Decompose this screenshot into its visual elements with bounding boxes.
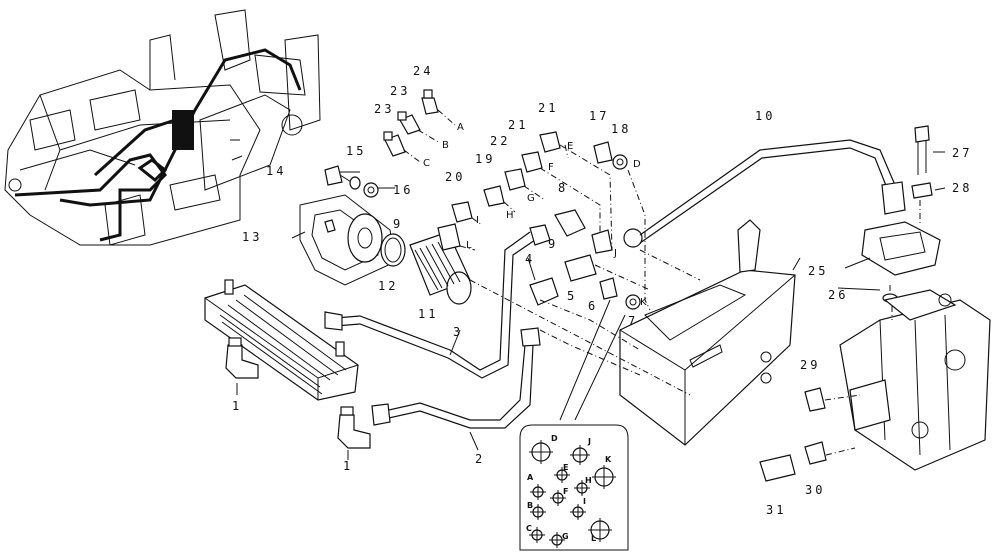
inset-letter-i: I xyxy=(583,497,586,506)
clamp-bracket xyxy=(861,221,941,276)
callout-c25: 25 xyxy=(808,264,828,278)
callout-c21a: 21 xyxy=(538,101,558,115)
port-letters: AB C D E F G H I J K L xyxy=(423,122,647,308)
callout-c10: 10 xyxy=(755,109,775,123)
callout-c23b: 23 xyxy=(390,84,410,98)
filter-flange xyxy=(347,213,383,263)
port-letter-c: C xyxy=(423,158,430,169)
inset-letter-a: A xyxy=(527,473,534,482)
inset-letter-h: H xyxy=(585,476,592,485)
callout-c27: 27 xyxy=(952,146,972,160)
inset-port-crosshair-i xyxy=(570,504,586,520)
elbow-fitting-lower xyxy=(337,406,371,449)
inset-port-crosshair-e xyxy=(554,467,570,483)
inset-letter-b: B xyxy=(527,501,533,510)
fittings-group xyxy=(324,89,933,482)
inset-port-crosshair-k xyxy=(592,465,616,489)
leader-lines xyxy=(236,151,946,460)
port-letter-f: F xyxy=(548,162,554,173)
control-valve xyxy=(839,289,991,471)
filter-bracket xyxy=(299,194,396,286)
o-ring-12 xyxy=(380,233,406,267)
callout-c14: 14 xyxy=(266,164,286,178)
callout-c28: 28 xyxy=(952,181,972,195)
inset-port-crosshair-f xyxy=(550,490,566,506)
callout-c5: 5 xyxy=(567,289,577,303)
inset-letter-l: L xyxy=(591,534,596,543)
port-inset-panel xyxy=(519,424,629,551)
callout-c24: 24 xyxy=(413,64,433,78)
inset-letter-j: J xyxy=(587,437,591,446)
callout-c18: 18 xyxy=(611,122,631,136)
callout-c23a: 23 xyxy=(374,102,394,116)
inset-port-crosshair-c xyxy=(529,527,545,543)
callout-c3: 3 xyxy=(453,325,463,339)
hose-10 xyxy=(639,139,906,244)
filter-element xyxy=(409,231,472,305)
callout-c21b: 21 xyxy=(508,118,528,132)
inset-letter-g: G xyxy=(562,532,569,541)
port-letter-k: K xyxy=(640,297,647,308)
port-letter-b: B xyxy=(442,140,449,151)
inset-port-crosshair-b xyxy=(530,504,546,520)
hose-2 xyxy=(371,327,541,429)
inset-letter-e: E xyxy=(563,463,568,472)
callout-c17: 17 xyxy=(589,109,609,123)
callout-c26: 26 xyxy=(828,288,848,302)
callout-c30: 30 xyxy=(805,483,825,497)
callout-c31: 31 xyxy=(766,503,786,517)
port-letter-j: J xyxy=(613,248,617,259)
inset-port-crosshair-d xyxy=(529,440,553,464)
callout-c12: 12 xyxy=(378,279,398,293)
port-letter-h: H xyxy=(506,210,514,221)
oil-cooler xyxy=(204,279,359,401)
inset-letter-d: D xyxy=(551,434,558,443)
elbow-fitting-upper xyxy=(225,337,259,379)
hydraulic-tank xyxy=(619,219,796,446)
inset-port-crosshair-j xyxy=(570,445,590,465)
callout-c2: 2 xyxy=(475,452,485,466)
port-letter-l: L xyxy=(466,240,472,251)
callout-c16: 16 xyxy=(393,183,413,197)
callout-c9b: 9 xyxy=(548,237,558,251)
port-letter-e: E xyxy=(567,141,573,152)
callout-c9a: 9 xyxy=(393,217,403,231)
callout-c13: 13 xyxy=(242,230,262,244)
inset-port-crosshair-l xyxy=(588,518,612,542)
port-letter-g: G xyxy=(527,193,535,204)
inset-letter-c: C xyxy=(526,524,532,533)
callout-c29: 29 xyxy=(800,358,820,372)
callout-c22: 22 xyxy=(490,134,510,148)
callout-c1b: 1 xyxy=(343,459,353,473)
inset-port-crosshair-g xyxy=(549,532,565,548)
inset-letter-f: F xyxy=(563,487,568,496)
inset-port-marks: D J E K A H F B I C G L xyxy=(526,434,616,548)
callout-c6: 6 xyxy=(588,299,598,313)
port-letter-a: A xyxy=(457,122,464,133)
callout-c11: 11 xyxy=(418,307,438,321)
inset-port-crosshair-h xyxy=(574,480,590,496)
callout-c15: 15 xyxy=(346,144,366,158)
inset-port-crosshair-a xyxy=(530,484,546,500)
callout-c7: 7 xyxy=(628,314,638,328)
callout-c8: 8 xyxy=(558,181,568,195)
inset-letter-k: K xyxy=(605,455,612,464)
callout-c19: 19 xyxy=(475,152,495,166)
callout-c20: 20 xyxy=(445,170,465,184)
port-letter-i: I xyxy=(476,215,479,226)
port-letter-d: D xyxy=(633,159,641,170)
connection-lines xyxy=(403,109,921,456)
callout-c1a: 1 xyxy=(232,399,242,413)
callout-c4: 4 xyxy=(525,252,535,266)
hose-3 xyxy=(324,224,551,379)
tractor-chassis xyxy=(4,9,321,246)
